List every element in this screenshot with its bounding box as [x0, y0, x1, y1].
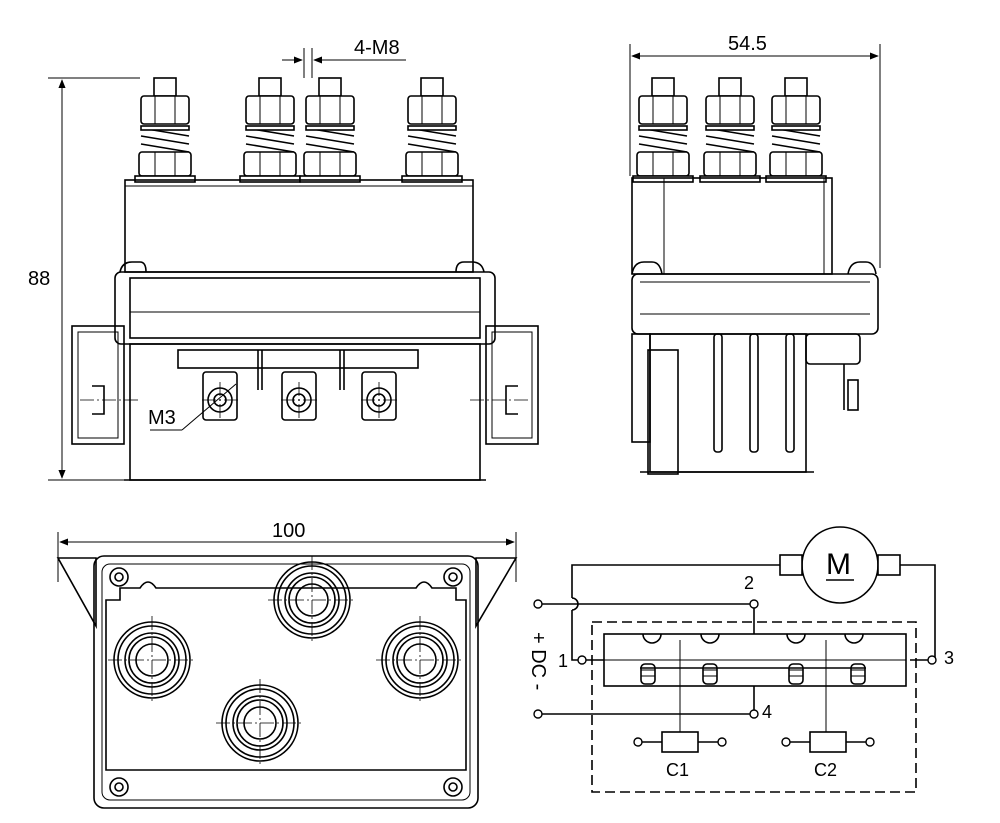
- coil-c1-label: C1: [666, 760, 689, 780]
- terminal-2-label: 2: [744, 573, 754, 593]
- terminal-1-label: 1: [558, 651, 568, 671]
- dc-supply-label: + DC -: [527, 632, 549, 690]
- bottom-view: 100: [56, 520, 518, 809]
- motor-label: M: [826, 548, 851, 581]
- wiring-schematic: M: [527, 526, 954, 793]
- m3-label: M3: [148, 407, 176, 429]
- terminal-4-label: 4: [762, 702, 772, 722]
- side-view: 54.5: [629, 33, 881, 475]
- front-view: M3 88 4-M8: [28, 37, 539, 481]
- coil-c2-label: C2: [814, 760, 837, 780]
- width-54-5-label: 54.5: [728, 33, 767, 55]
- m8-label: 4-M8: [354, 37, 400, 59]
- height-88-label: 88: [28, 268, 50, 290]
- terminal-3-label: 3: [944, 648, 954, 668]
- width-100-label: 100: [272, 520, 305, 542]
